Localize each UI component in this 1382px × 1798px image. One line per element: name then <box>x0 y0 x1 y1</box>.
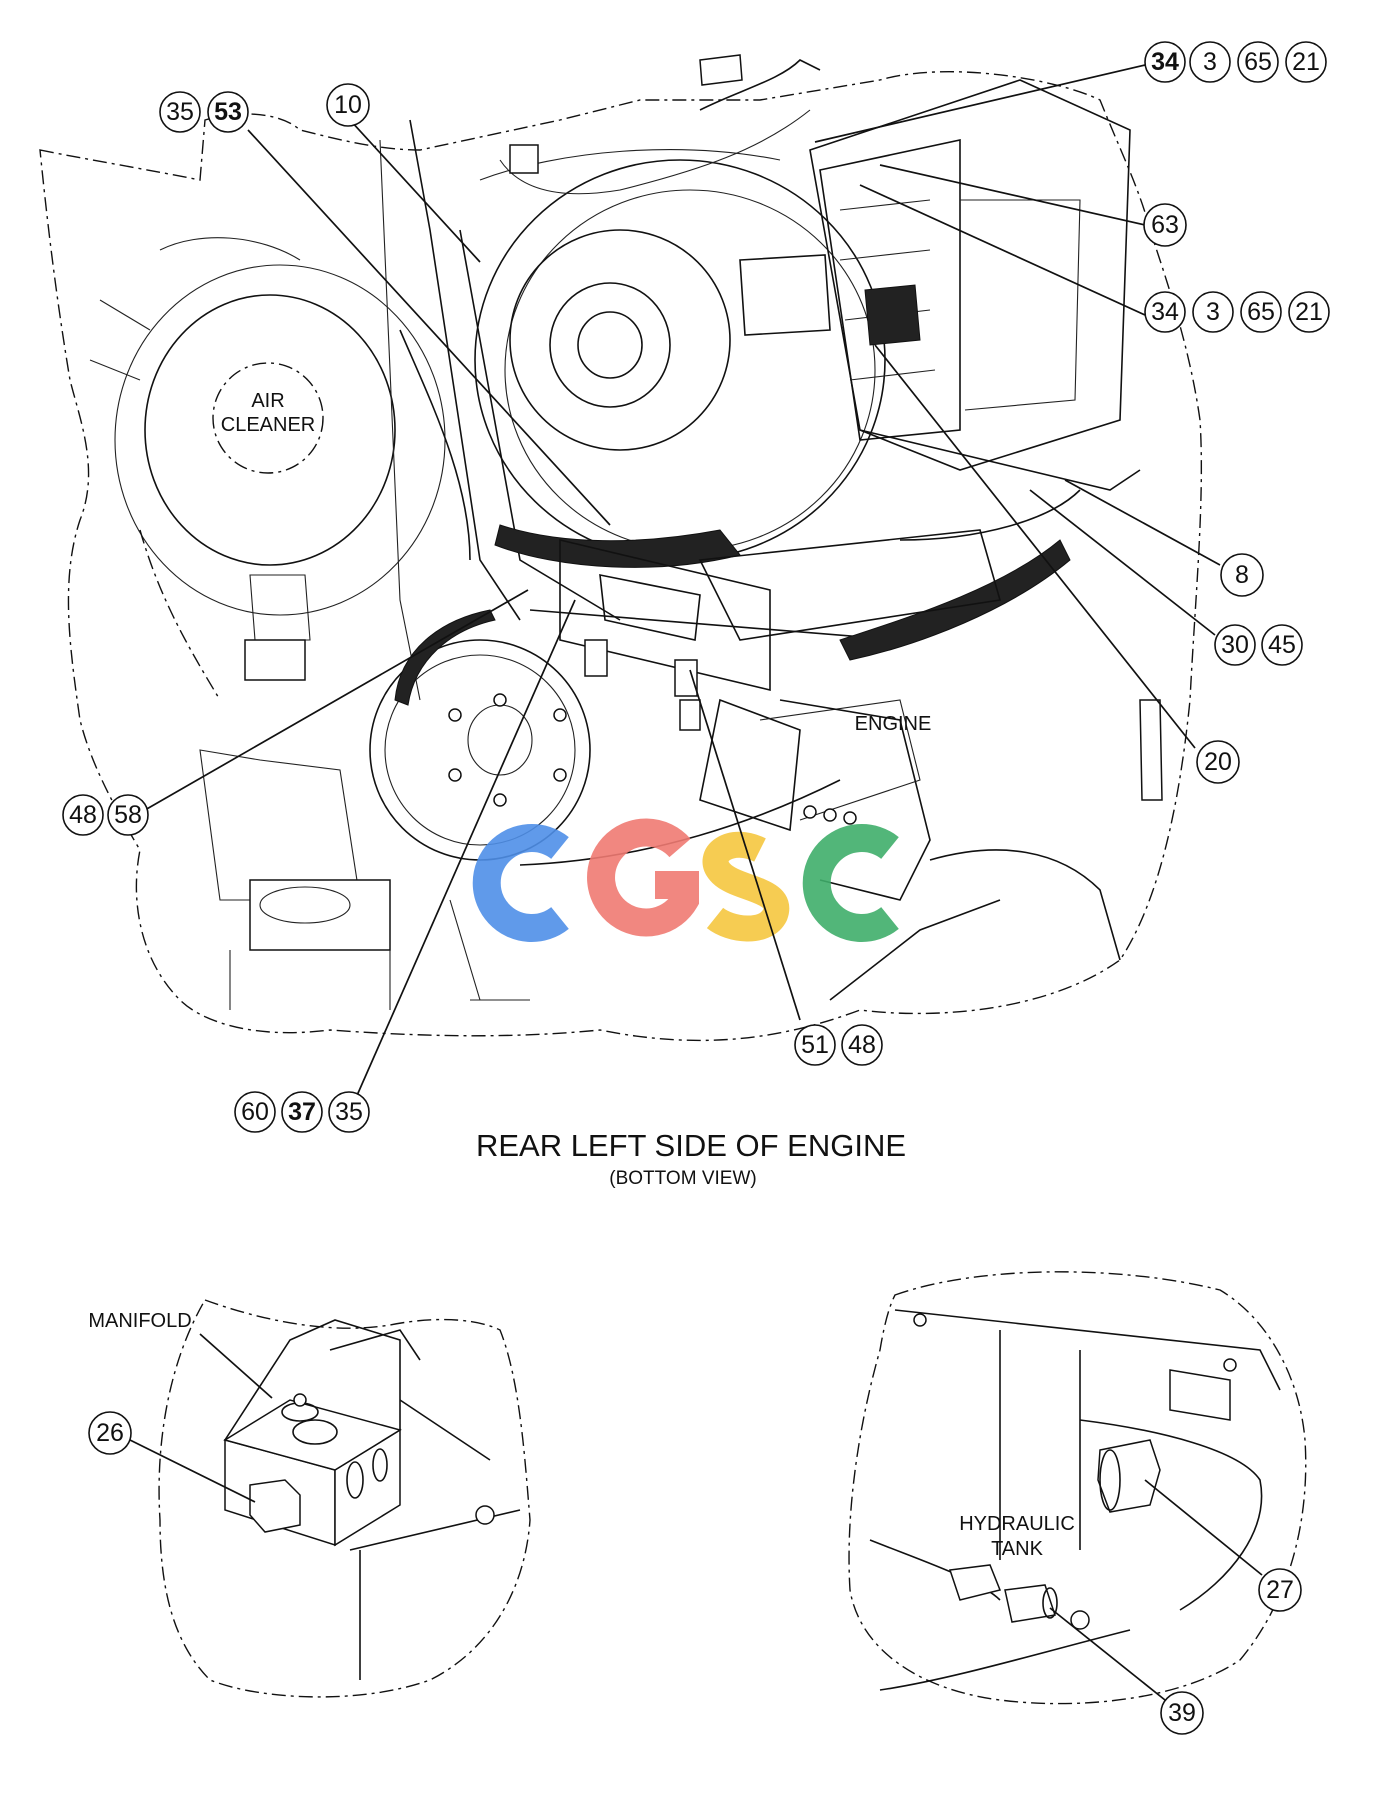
callout-num: 35 <box>335 1098 363 1126</box>
callout-num: 35 <box>166 98 194 126</box>
hydraulic-tank-detail <box>848 1271 1307 1705</box>
callout-num: 34 <box>1151 298 1179 326</box>
callout-num: 3 <box>1206 298 1220 326</box>
callout-num: 60 <box>241 1098 269 1126</box>
callout-60-37-35[interactable]: 60 37 35 <box>234 1091 370 1133</box>
callout-num: 39 <box>1168 1699 1196 1727</box>
callout-48-58[interactable]: 48 58 <box>62 794 149 836</box>
leader-26 <box>129 1439 256 1503</box>
callout-51-48[interactable]: 51 48 <box>794 1024 883 1066</box>
engine-block <box>449 699 1163 1001</box>
callout-num: 48 <box>69 801 97 829</box>
callout-20[interactable]: 20 <box>1196 740 1240 784</box>
callout-34-3-65-21-top[interactable]: 34 3 65 21 <box>1144 41 1327 83</box>
watermark-s <box>702 831 790 942</box>
view-title: REAR LEFT SIDE OF ENGINE <box>476 1128 906 1163</box>
engine-view-outline <box>39 71 1203 1042</box>
callout-num: 58 <box>114 801 142 829</box>
watermark-c2 <box>802 824 899 942</box>
callout-num: 37 <box>288 1098 316 1126</box>
engine-label: ENGINE <box>855 713 932 735</box>
manifold-leader <box>199 1333 273 1399</box>
mount-bracket <box>559 538 921 832</box>
callout-num: 65 <box>1244 48 1272 76</box>
callout-26[interactable]: 26 <box>88 1411 132 1455</box>
generator-housing <box>474 149 1081 661</box>
leader-27 <box>1144 1479 1263 1576</box>
air-cleaner-label-2: CLEANER <box>221 414 315 436</box>
hydraulic-tank-label-1: HYDRAULIC <box>959 1513 1075 1535</box>
callout-num: 53 <box>214 98 242 126</box>
leader-39 <box>1049 1607 1166 1701</box>
callout-8[interactable]: 8 <box>1220 553 1264 597</box>
manifold-label: MANIFOLD <box>88 1310 191 1332</box>
callout-num: 48 <box>848 1031 876 1059</box>
callout-39[interactable]: 39 <box>1160 1691 1204 1735</box>
callout-num: 45 <box>1268 631 1296 659</box>
callout-num: 34 <box>1151 48 1179 76</box>
view-subtitle: (BOTTOM VIEW) <box>609 1168 756 1189</box>
callout-num: 10 <box>334 91 362 119</box>
control-box <box>499 54 1141 491</box>
callout-num: 21 <box>1295 298 1323 326</box>
air-cleaner-label-1: AIR <box>251 390 284 412</box>
callout-num: 63 <box>1151 211 1179 239</box>
callout-30-45[interactable]: 30 45 <box>1214 624 1303 666</box>
callout-num: 51 <box>801 1031 829 1059</box>
manifold-detail <box>158 1299 531 1698</box>
hydraulic-tank-label-2: TANK <box>991 1538 1044 1560</box>
callout-34-3-65-21-mid[interactable]: 34 3 65 21 <box>1144 291 1330 333</box>
watermark-logo <box>472 818 899 942</box>
callout-num: 30 <box>1221 631 1249 659</box>
callout-num: 20 <box>1204 748 1232 776</box>
callout-num: 27 <box>1266 1576 1294 1604</box>
callout-num: 21 <box>1292 48 1320 76</box>
air-cleaner <box>89 237 471 701</box>
watermark-c1 <box>472 824 569 942</box>
callout-63[interactable]: 63 <box>1143 203 1187 247</box>
callout-num: 8 <box>1235 561 1249 589</box>
callout-35-53[interactable]: 35 53 <box>159 91 249 133</box>
callout-num: 65 <box>1247 298 1275 326</box>
callout-27[interactable]: 27 <box>1258 1568 1302 1612</box>
watermark-g <box>587 818 699 937</box>
callout-num: 3 <box>1203 48 1217 76</box>
callout-num: 26 <box>96 1419 124 1447</box>
leader-lines <box>144 64 1221 1101</box>
callout-10[interactable]: 10 <box>326 83 370 127</box>
